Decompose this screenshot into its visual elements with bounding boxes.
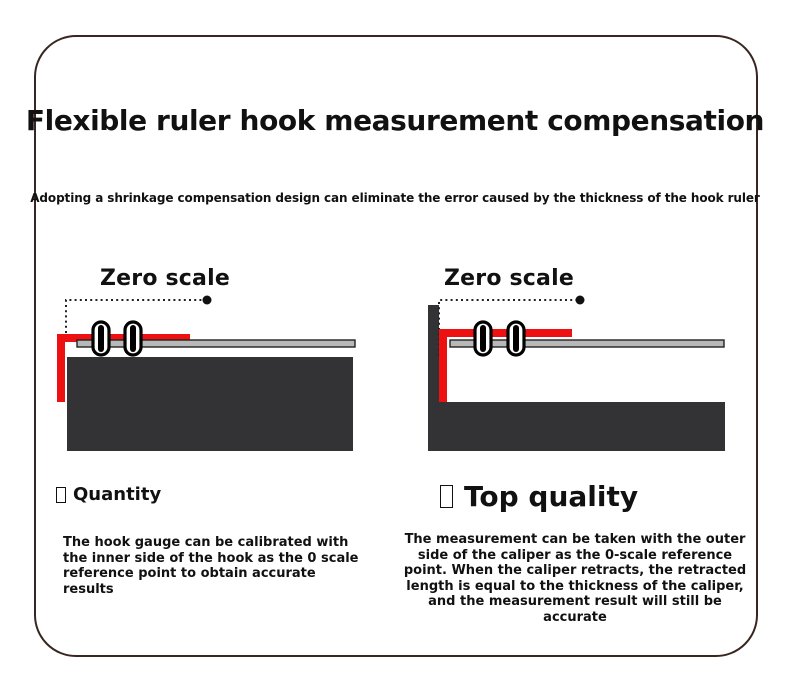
left-heading-text: Quantity: [73, 484, 162, 505]
left-workpiece-block: [67, 357, 353, 451]
left-ruler-rail: [76, 339, 356, 348]
left-zero-point-dot: [202, 295, 212, 305]
left-description: The hook gauge can be calibrated with th…: [63, 535, 359, 597]
left-illustration: [57, 295, 356, 451]
page-title: Flexible ruler hook measurement compensa…: [25, 104, 765, 137]
missing-glyph-icon: [56, 486, 66, 503]
missing-glyph-icon: [440, 485, 453, 508]
right-zero-scale-label: Zero scale: [444, 266, 574, 291]
left-dotted-reference-line: [65, 299, 205, 333]
left-heading: Quantity: [56, 484, 161, 505]
right-description: The measurement can be taken with the ou…: [403, 532, 747, 625]
right-workpiece-block: [428, 305, 725, 451]
right-ruler-rail: [449, 339, 725, 348]
left-red-hook: [57, 334, 190, 402]
right-illustration: [428, 295, 725, 451]
page-subtitle: Adopting a shrinkage compensation design…: [30, 191, 760, 205]
left-zero-scale-label: Zero scale: [100, 266, 230, 291]
right-red-hook: [439, 329, 572, 402]
right-heading-text: Top quality: [464, 480, 639, 513]
right-zero-point-dot: [575, 295, 585, 305]
right-heading: Top quality: [440, 480, 638, 513]
